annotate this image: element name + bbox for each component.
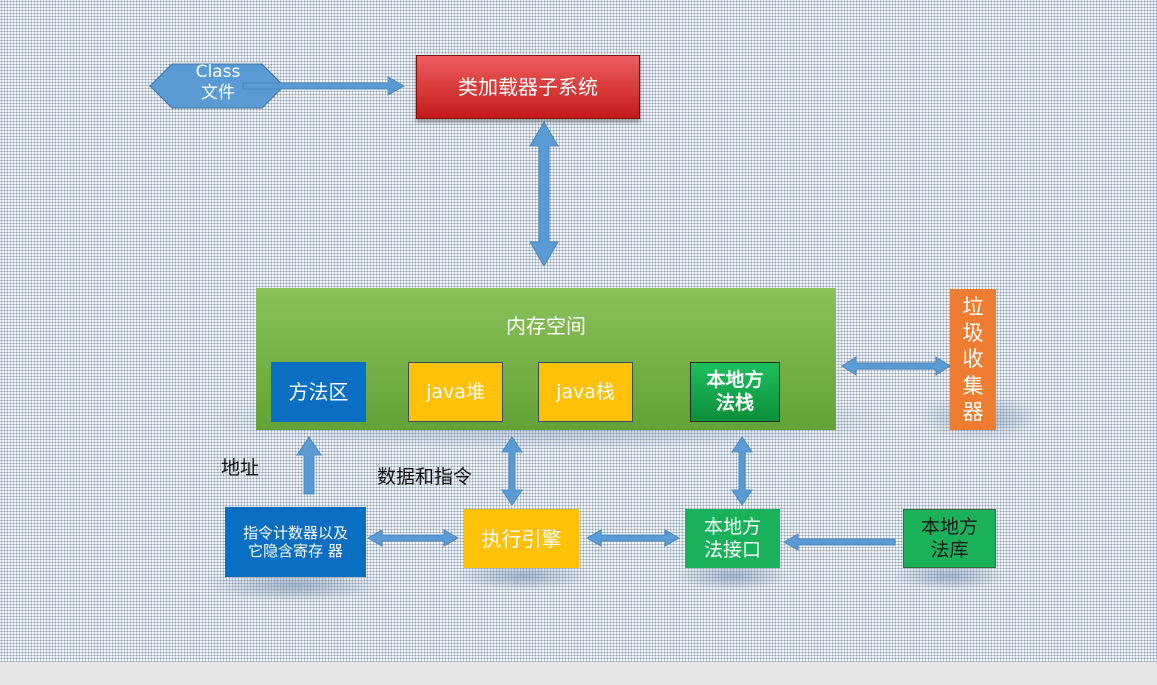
native-interface-line2: 法接口 <box>703 538 761 561</box>
nativestack-iface-arrow <box>731 436 753 506</box>
class-to-loader-arrow <box>242 76 406 96</box>
address-label: 地址 <box>221 457 260 479</box>
gc-char-4: 集 <box>962 373 984 398</box>
method-area-label: 方法区 <box>288 380 349 404</box>
loader-memory-arrow <box>529 121 559 267</box>
memory-gc-arrow <box>841 356 951 376</box>
classloader-subsystem-box: 类加载器子系统 <box>416 55 640 119</box>
class-file-line2: 文件 <box>201 83 235 104</box>
lib-to-iface-arrow <box>782 533 896 551</box>
garbage-collector-box: 垃 圾 收 集 器 <box>950 289 996 430</box>
class-file-label: Class 文件 <box>180 62 256 105</box>
java-stack-label: java栈 <box>556 380 615 403</box>
memory-space-title: 内存空间 <box>506 314 586 338</box>
native-library-line2: 法库 <box>930 538 969 561</box>
native-method-stack-box: 本地方 法栈 <box>690 362 780 422</box>
memory-exec-arrow <box>501 436 523 506</box>
pc-exec-arrow <box>366 529 460 547</box>
execution-engine-box: 执行引擎 <box>464 509 579 568</box>
java-heap-box: java堆 <box>408 362 503 422</box>
pc-register-line1: 指令计数器以及 <box>242 524 348 542</box>
native-stack-line2: 法栈 <box>715 392 754 414</box>
gc-char-3: 收 <box>962 347 984 372</box>
data-and-instructions-label: 数据和指令 <box>377 466 473 488</box>
native-interface-box: 本地方 法接口 <box>685 509 780 568</box>
native-library-box: 本地方 法库 <box>903 509 996 568</box>
java-stack-box: java栈 <box>538 362 633 422</box>
native-interface-line1: 本地方 <box>703 515 761 538</box>
native-stack-line1: 本地方 <box>706 369 764 392</box>
gc-char-5: 器 <box>962 399 984 424</box>
class-file-line1: Class <box>195 62 241 82</box>
exec-iface-arrow <box>585 529 681 547</box>
gc-char-1: 垃 <box>962 294 984 319</box>
method-area-box: 方法区 <box>271 362 366 422</box>
java-heap-label: java堆 <box>426 380 485 403</box>
gc-char-2: 圾 <box>962 321 984 346</box>
bottom-band <box>0 662 1157 685</box>
classloader-label: 类加载器子系统 <box>458 75 598 99</box>
pc-to-method-arrow <box>296 436 322 495</box>
pc-register-line2: 它隐含寄存 器 <box>248 542 343 560</box>
native-library-line1: 本地方 <box>920 515 978 538</box>
pc-register-box: 指令计数器以及 它隐含寄存 器 <box>225 507 366 577</box>
execution-engine-label: 执行引擎 <box>481 526 562 551</box>
